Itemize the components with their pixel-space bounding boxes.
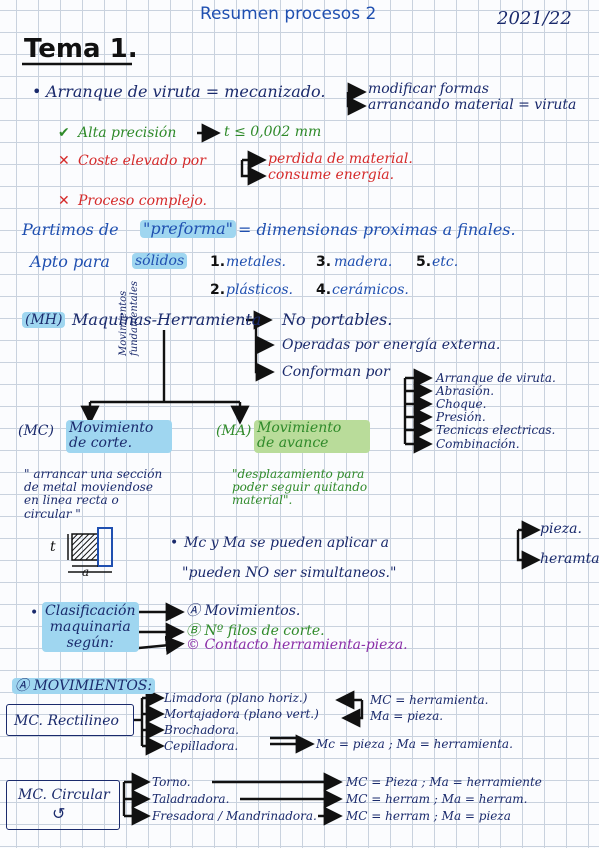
clasif-b: Ⓑ Nº filos de corte.	[186, 623, 325, 639]
rect-box	[6, 704, 134, 736]
solid-ceramicos: cerámicos.	[332, 282, 409, 298]
num-2: 2.	[210, 282, 226, 298]
num-5: 5.	[416, 254, 432, 270]
mcma-opt1: pieza.	[540, 521, 582, 537]
mcma-opt2: heramta	[540, 551, 599, 567]
mh-sub-1: Arranque de viruta.	[436, 371, 556, 385]
clasif-bullet: •	[30, 605, 39, 621]
vertical-label: Movimientos fundamentales	[118, 281, 140, 356]
mh-abbr: (MH)	[22, 312, 66, 328]
num-1: 1.	[210, 254, 226, 270]
ma-abbr: (MA)	[216, 423, 252, 439]
preforma-b: = dimensionas proximas a finales.	[238, 220, 516, 239]
mh-sub-4: Presión.	[436, 410, 486, 424]
rotate-icon: ↺	[52, 804, 66, 823]
mh-sub-3: Choque.	[436, 397, 487, 411]
movimientos-heading: Ⓐ MOVIMIENTOS:	[12, 678, 156, 694]
circ-box	[6, 780, 120, 830]
num-3: 3.	[316, 254, 332, 270]
ma-quote-2: poder seguir quitando	[232, 480, 368, 495]
coste-a: perdida de material.	[268, 151, 413, 167]
ma-quote-1: "desplazamiento para	[232, 467, 365, 481]
diagram-a: a	[82, 565, 90, 579]
num-4: 4.	[316, 282, 332, 298]
clasif-a: Ⓐ Movimientos.	[186, 603, 301, 619]
arranque-def2: arrancando material = viruta	[368, 97, 577, 113]
mc-quote: " arrancar una sección de metal moviendo…	[24, 467, 163, 521]
arranque-text: Arranque de viruta = mecanizado.	[46, 82, 326, 101]
mc-quote-4: circular "	[24, 506, 81, 521]
page-title: Resumen procesos 2	[200, 4, 377, 24]
mh-r2: Operadas por energía externa.	[282, 337, 501, 353]
preforma-a: Partimos de	[22, 220, 119, 239]
circ-r3: MC = herram ; Ma = pieza	[346, 809, 511, 823]
solidos: sólidos	[132, 253, 188, 269]
circ-item-3: Fresadora / Mandrinadora.	[152, 809, 317, 823]
mh-r3: Conforman por	[282, 364, 390, 380]
vert-2: fundamentales	[129, 280, 140, 356]
mcma-line: Mc y Ma se pueden aplicar a	[184, 535, 389, 551]
check-icon: ✔	[58, 125, 70, 141]
mc-abbr: (MC)	[18, 423, 54, 439]
proceso-complejo: Proceso complejo.	[78, 193, 207, 209]
cross-icon: ✕	[58, 193, 70, 209]
coste-b: consume energía.	[268, 167, 395, 183]
ma-l1: Movimiento	[257, 420, 342, 436]
circ-item-1: Torno.	[152, 775, 191, 789]
mc-label: Movimiento de corte.	[66, 420, 172, 453]
mh-sub-6: Combinación.	[436, 437, 520, 451]
rect-item-3: Brochadora.	[164, 723, 239, 737]
tema-heading: Tema 1.	[24, 34, 138, 64]
solid-plasticos: plásticos.	[226, 282, 293, 298]
mc-l2: de corte.	[69, 435, 133, 452]
rect-r1b: Ma = pieza.	[370, 709, 444, 723]
mcma-quote: "pueden NO ser simultaneos."	[182, 565, 397, 581]
bullet: •	[32, 82, 42, 101]
ma-label: Movimiento de avance	[254, 420, 370, 453]
mcma-bullet: •	[170, 535, 179, 551]
date: 2021/22	[497, 8, 572, 29]
mc-quote-1: " arrancar una sección	[24, 467, 163, 481]
ma-l2: de avance	[257, 435, 329, 452]
mh-sub-2: Abrasión.	[436, 384, 495, 398]
rect-r1a: MC = herramienta.	[370, 693, 489, 707]
circ-item-2: Taladradora.	[152, 792, 230, 806]
clasif-c: © Contacto herramienta-pieza.	[186, 637, 408, 653]
circ-r1: MC = Pieza ; Ma = herramiente	[346, 775, 542, 789]
solid-madera: madera.	[334, 254, 393, 270]
diagram-t: t	[50, 539, 56, 555]
cross-icon: ✕	[58, 153, 70, 169]
coste-elevado: Coste elevado por	[78, 153, 206, 169]
mc-l1: Movimiento	[69, 420, 154, 436]
mh-r1: No portables.	[282, 310, 393, 329]
alta-value: t ≤ 0,002 mm	[224, 124, 322, 140]
solid-etc: etc.	[432, 254, 459, 270]
arranque-def1: modificar formas	[368, 81, 489, 97]
rect-item-2: Mortajadora (plano vert.)	[164, 707, 319, 721]
rect-item-1: Limadora (plano horiz.)	[164, 691, 308, 705]
mc-quote-2: de metal moviendose	[24, 480, 153, 495]
rect-label: MC. Rectilineo	[14, 713, 119, 729]
mh-label: Maquinas-Herramienta	[72, 310, 262, 329]
clasif-label: Clasificación maquinaria según:	[42, 602, 139, 653]
circ-label: MC. Circular	[18, 787, 110, 803]
mc-quote-3: en linea recta o	[24, 493, 119, 508]
rect-r2: Mc = pieza ; Ma = herramienta.	[316, 737, 513, 751]
clasif-l1: Clasificación	[45, 603, 136, 619]
clasif-l3: según:	[66, 635, 114, 652]
vert-1: Movimientos	[118, 290, 129, 356]
preforma-highlight: "preforma"	[140, 220, 236, 238]
clasif-l2: maquinaria	[49, 619, 131, 636]
ma-quote: "desplazamiento para poder seguir quitan…	[232, 467, 368, 508]
apto-para: Apto para	[30, 252, 110, 271]
mh-sub-5: Tecnicas electricas.	[436, 423, 556, 437]
solid-metales: metales.	[226, 254, 286, 270]
rect-item-4: Cepilladora.	[164, 739, 239, 753]
section-diagram	[67, 527, 113, 573]
alta-precision: Alta precisión	[78, 125, 177, 141]
circ-r2: MC = herram ; Ma = herram.	[346, 792, 528, 806]
ma-quote-3: material".	[232, 493, 293, 508]
